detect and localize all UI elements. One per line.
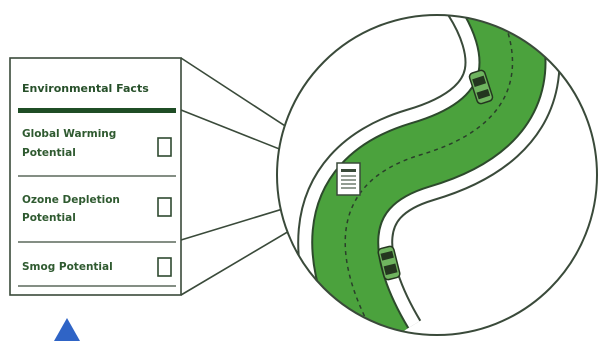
triangle-cursor-icon xyxy=(54,318,80,341)
fact-item-ozone-depletion-checkbox xyxy=(157,197,172,217)
fact-item-smog-checkbox xyxy=(157,257,172,277)
road-circle xyxy=(276,14,598,336)
fact-item-global-warming-checkbox xyxy=(157,137,172,157)
fact-item-ozone-depletion-line2: Potential xyxy=(22,212,76,224)
fact-item-global-warming-line2: Potential xyxy=(22,147,76,159)
car-icon xyxy=(377,245,401,281)
fact-item-smog-line1: Smog Potential xyxy=(22,261,113,273)
facts-panel: Environmental Facts Global Warming Poten… xyxy=(9,57,182,296)
fact-item-ozone-depletion-line1: Ozone Depletion xyxy=(22,194,120,206)
circle-frame xyxy=(276,14,598,336)
facts-panel-title: Environmental Facts xyxy=(22,82,149,95)
car-icon xyxy=(468,69,494,105)
document-icon xyxy=(336,162,361,196)
road-center-line xyxy=(344,15,514,335)
fact-item-global-warming-line1: Global Warming xyxy=(22,128,116,140)
facts-panel-title-rule xyxy=(18,108,176,113)
